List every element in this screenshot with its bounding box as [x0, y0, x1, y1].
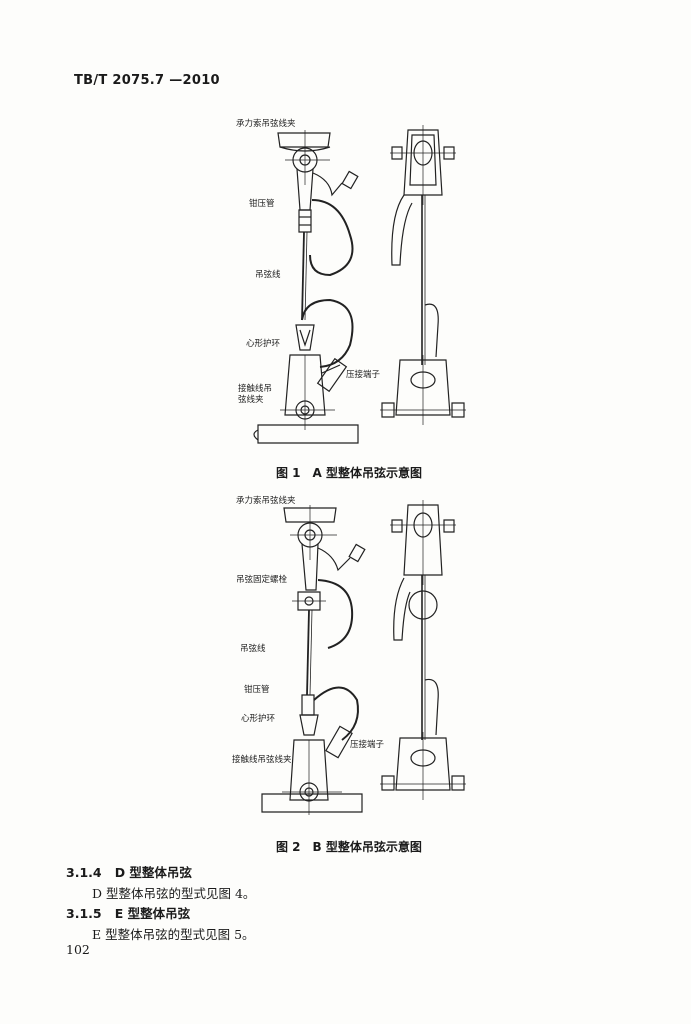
page-number: 102: [66, 942, 90, 957]
section-3-1-4: 3.1.4 D 型整体吊弦: [66, 862, 192, 881]
figure-2-front-view: [262, 500, 377, 820]
fig1-label-crimp-terminal: 压接端子: [346, 370, 381, 380]
figure-2-side-view: [380, 500, 470, 805]
fig2-label-contact-clamp: 接触线吊弦线夹: [232, 755, 292, 765]
fig2-label-dropper-wire: 吊弦线: [240, 644, 266, 654]
fig2-label-crimp-tube: 钳压管: [244, 685, 270, 695]
figure-1-side-view: [380, 125, 470, 435]
figure-2-caption: 图 2 B 型整体吊弦示意图: [276, 840, 422, 854]
section-3-1-4-body: D 型整体吊弦的型式见图 4。: [92, 886, 256, 901]
fig2-label-fixing-bolt: 吊弦固定螺栓: [236, 575, 288, 585]
section-title: E 型整体吊弦: [114, 906, 191, 921]
section-number: 3.1.4: [66, 865, 102, 880]
fig2-label-crimp-terminal: 压接端子: [350, 740, 385, 750]
figure-1-front-view: [250, 125, 365, 455]
fig1-label-thimble: 心形护环: [246, 339, 281, 349]
section-3-1-5-body: E 型整体吊弦的型式见图 5。: [92, 927, 255, 942]
standard-header: TB/T 2075.7 —2010: [74, 73, 220, 88]
fig2-label-thimble: 心形护环: [241, 714, 276, 724]
fig1-label-contact-clamp-line2: 弦线夹: [238, 395, 264, 405]
fig2-label-messenger-clamp: 承力索吊弦线夹: [236, 496, 296, 506]
section-title: D 型整体吊弦: [114, 865, 192, 880]
figure-1: 承力索吊弦线夹 钳压管 吊弦线 心形护环 压接端子 接触线吊 弦线夹 图 1 A…: [0, 0, 691, 480]
figure-2: 承力索吊弦线夹 吊弦固定螺栓 吊弦线 钳压管 心形护环 压接端子 接触线吊弦线夹…: [232, 496, 691, 854]
fig1-label-messenger-clamp: 承力索吊弦线夹: [236, 119, 296, 129]
fig1-label-dropper-wire: 吊弦线: [255, 270, 281, 280]
fig1-label-crimp-tube: 钳压管: [249, 199, 275, 209]
section-number: 3.1.5: [66, 906, 102, 921]
section-3-1-5: 3.1.5 E 型整体吊弦: [66, 903, 190, 922]
figure-1-caption: 图 1 A 型整体吊弦示意图: [276, 466, 422, 480]
fig1-label-contact-clamp-line1: 接触线吊: [238, 384, 273, 394]
